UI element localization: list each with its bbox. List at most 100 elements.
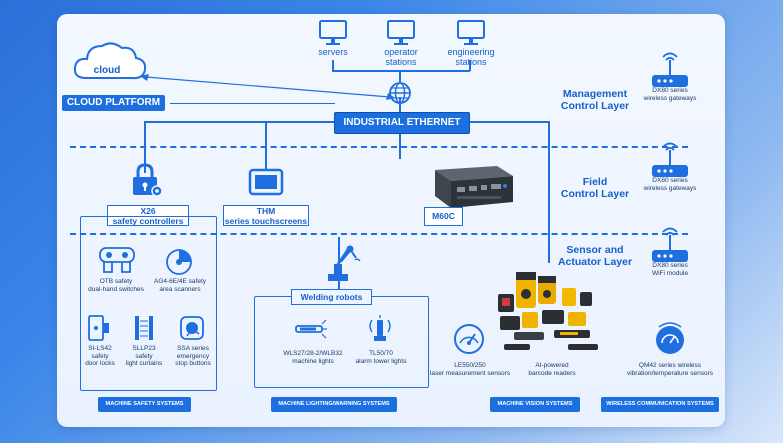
wls27-line-2: machine lights [292,357,334,365]
connector-globe [399,70,401,82]
laser-gauge-icon [454,324,484,354]
ag4-line-1: AG4-6E/4E safety [153,278,207,285]
operator-label-1: operator [384,47,418,57]
wireless-sensor-icon [656,322,684,354]
ssa-label: SSA series emergency stop buttons [166,345,220,368]
footer-wireless-communication: WIRELESS COMMUNICATION SYSTEMS [601,397,719,412]
welding-robot-icon [328,245,361,281]
footer-machine-lighting: MACHINE LIGHTING/WARNING SYSTEMS [271,397,397,412]
monitor-icon [319,20,347,45]
light-curtain-icon [135,316,153,340]
monitor-icon [387,20,415,45]
tl50-label: TL50/70 alarm tower lights [345,350,417,365]
otb-line-1: OTB safety [99,278,133,285]
gateway-3-line-2: WiFi module [651,269,689,277]
sensor-layer-line-2: Actuator Layer [557,256,633,268]
ag4-line-2: area scanners [159,285,201,293]
ag4-label: AG4-6E/4E safety area scanners [150,278,210,293]
connector-servers [332,60,334,71]
sllp23-line-1: SLLP23 [132,345,156,352]
gateway-2-line-2: wireless gateways [643,184,697,192]
sllp23-label: SLLP23 safety light curtains [120,345,168,368]
gateway-node-1: DX80 series wireless gateways [638,47,702,102]
industrial-pc-icon [435,166,513,208]
emergency-stop-icon [180,316,204,340]
gateway-2-line-1: DX80 series [652,177,688,184]
field-layer-line-1: Field [582,176,608,188]
le550-line-2: laser measurement sensors [429,369,511,377]
management-layer-title: Management Control Layer [550,88,640,112]
monitor-icon [457,20,485,45]
cloud-platform-line [170,103,335,105]
otb-label: OTB safety dual-hand switches [82,278,150,293]
thm-label-box: THM series touchscreens [223,205,309,226]
door-lock-icon [88,315,109,341]
le550-label: LE550/250 laser measurement sensors [424,362,516,377]
ai-reader-label: AI-powered barcode readers [516,362,588,377]
wls27-label: WLS27/28-2/WLB32 machine lights [273,350,353,365]
gateway-1-line-1: DX80 series [652,87,688,94]
cloud-platform-box: CLOUD PLATFORM [62,95,165,111]
cloud-label: cloud [93,65,121,76]
connector-thm [265,121,267,169]
sils42-line-1: SI-LS42 [88,345,112,352]
welding-robots-box: Welding robots [291,289,372,305]
layer-divider-management-field [70,146,688,148]
sils42-label: SI-LS42 safety door locks [80,345,120,368]
cloud-icon [73,42,147,80]
ssa-line-1: SSA series [177,345,209,352]
barcode-readers-image [498,272,598,350]
cloud-link-arrow [140,74,395,100]
alarm-tower-icon [369,315,391,341]
engineering-label-2: stations [455,57,487,67]
sllp23-line-3: light curtains [125,360,163,367]
lighting-frame [254,296,429,388]
sllp23-line-2: safety [135,352,153,360]
connector-x26 [144,121,146,173]
sensor-layer-title: Sensor and Actuator Layer [552,244,638,268]
engineering-label-1: engineering [447,47,495,57]
field-layer-line-2: Control Layer [560,188,630,200]
ai-line-1: AI-powered [535,362,569,369]
touchscreen-icon [248,168,284,196]
m60c-label-box: M60C [424,207,463,226]
connector-m60c [399,121,401,159]
footer-machine-safety: MACHINE SAFETY SYSTEMS [98,397,191,412]
wls27-line-1: WLS27/28-2/WLB32 [283,350,343,357]
connector-ethernet-up [399,97,401,113]
otb-node [94,246,140,276]
servers-label: servers [318,47,348,57]
wireless-gateway-icon [652,142,688,177]
layer-divider-field-sensor [70,233,688,235]
operator-label-2: stations [385,57,417,67]
padlock-gear-icon [133,163,163,197]
footer-machine-vision: MACHINE VISION SYSTEMS [490,397,580,412]
gateway-3-line-1: DX80 series [652,262,688,269]
wireless-gateway-icon [652,227,688,262]
qm42-line-1: QM42 series wireless [638,362,702,369]
qm42-label: QM42 series wireless vibration/temperatu… [618,362,722,377]
tl50-line-1: TL50/70 [369,350,393,357]
ssa-line-2: emergency [176,352,210,360]
field-layer-title: Field Control Layer [552,176,638,200]
globe-icon [389,82,411,104]
area-scanner-icon [166,249,192,275]
gateway-node-3: DX80 series WiFi module [638,222,702,277]
gateway-1-line-2: wireless gateways [643,94,697,102]
gateway-node-2: DX80 series wireless gateways [638,137,702,192]
ssa-line-3: stop buttons [175,360,211,367]
qm42-line-2: vibration/temperature sensors [627,369,713,377]
wireless-gateway-icon [652,52,688,87]
ai-line-2: barcode readers [528,369,576,377]
operator-stations-node: operator stations [374,19,428,67]
x26-subtitle: safety controllers [112,216,184,226]
stations-bus-line [332,70,470,72]
otb-line-2: dual-hand switches [88,285,144,293]
safety-frame [80,216,217,391]
thm-subtitle: series touchscreens [224,216,308,226]
tl50-line-2: alarm tower lights [355,357,407,365]
dual-hand-switch-icon [99,247,135,273]
engineering-stations-node: engineering stations [440,19,502,67]
sils42-line-2: safety [91,352,109,360]
connector-engineering [469,60,471,71]
